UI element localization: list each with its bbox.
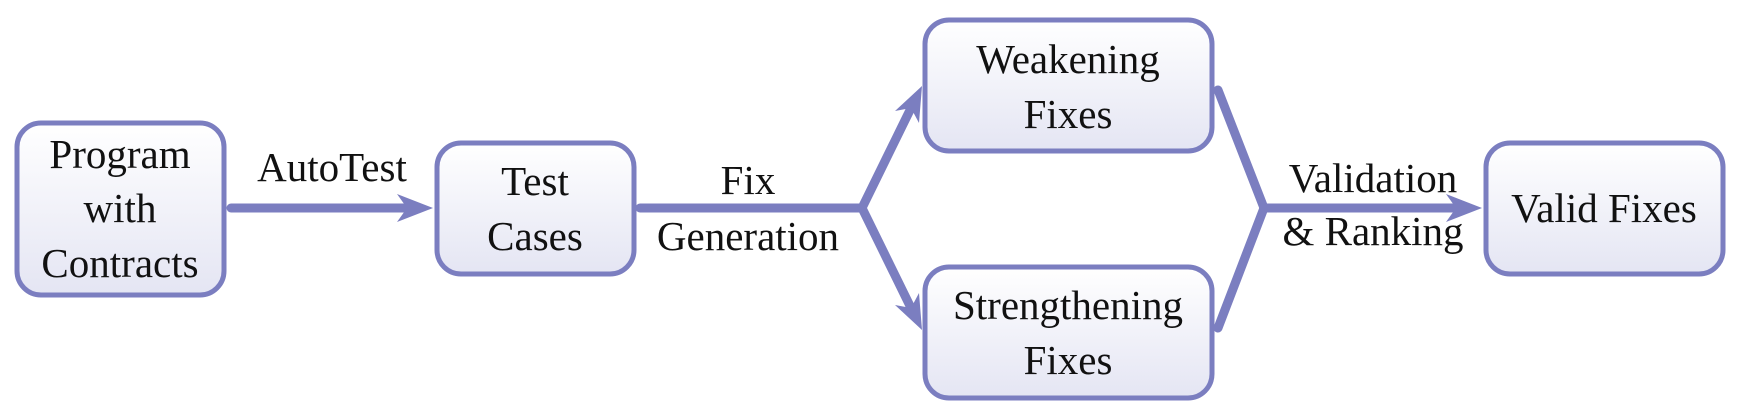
- fixgen-branch-up-arrowhead: [895, 86, 922, 123]
- node-strengthening-line-2: Fixes: [1024, 337, 1113, 383]
- fixgen-branch-down-line: [857, 203, 917, 315]
- label-validation-line-2: & Ranking: [1282, 208, 1463, 254]
- edge-fix-generation: [635, 86, 922, 330]
- edge-autotest: [226, 194, 433, 222]
- label-validation-line-1: Validation: [1289, 155, 1458, 201]
- node-weakening-fixes: Weakening Fixes: [922, 17, 1215, 154]
- node-program-with-contracts: Program with Contracts: [14, 120, 227, 298]
- node-valid-line-1: Valid Fixes: [1511, 185, 1697, 231]
- fixgen-branch-down-arrowhead: [895, 293, 922, 330]
- edge-validation-ranking: [1213, 85, 1482, 333]
- validation-arrowhead: [1446, 194, 1482, 222]
- label-fix-generation-line-2: Generation: [657, 213, 839, 259]
- fixgen-branch-up-line: [857, 101, 917, 213]
- node-weakening-line-2: Fixes: [1024, 91, 1113, 137]
- node-weakening-line-1: Weakening: [976, 36, 1159, 82]
- node-valid-fixes: Valid Fixes: [1483, 140, 1726, 277]
- node-program-line-2: with: [84, 185, 157, 231]
- node-tests-line-1: Test: [501, 158, 569, 204]
- node-test-cases: Test Cases: [434, 140, 637, 277]
- node-program-line-1: Program: [49, 131, 190, 177]
- validation-lower-join-line: [1213, 203, 1269, 333]
- autotest-arrowhead: [397, 194, 433, 222]
- label-autotest: AutoTest: [257, 144, 407, 190]
- node-program-line-3: Contracts: [41, 240, 198, 286]
- label-fix-generation-line-1: Fix: [721, 157, 776, 203]
- validation-upper-join-line: [1213, 85, 1269, 213]
- node-tests-line-2: Cases: [487, 213, 583, 259]
- node-strengthening-line-1: Strengthening: [953, 282, 1183, 328]
- node-strengthening-fixes: Strengthening Fixes: [922, 264, 1215, 401]
